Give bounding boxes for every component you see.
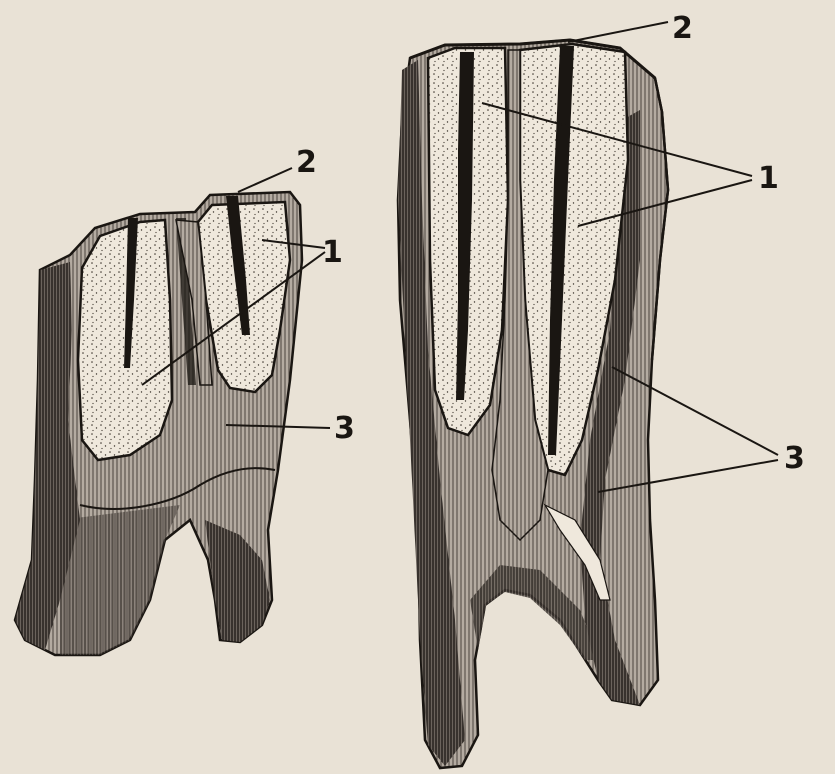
left-label-dentine: 1	[322, 235, 343, 270]
left-label-enamel: 2	[296, 145, 317, 180]
right-tooth	[398, 40, 668, 768]
left-label-cement: 3	[334, 411, 355, 446]
right-label-enamel: 2	[672, 11, 693, 46]
left-tooth-root-shade	[60, 505, 180, 655]
right-label-cement: 3	[784, 441, 805, 476]
right-label-dentine: 1	[758, 161, 779, 196]
left-leader-2	[238, 168, 292, 192]
left-tooth	[15, 192, 302, 655]
right-leader-2	[568, 22, 668, 42]
